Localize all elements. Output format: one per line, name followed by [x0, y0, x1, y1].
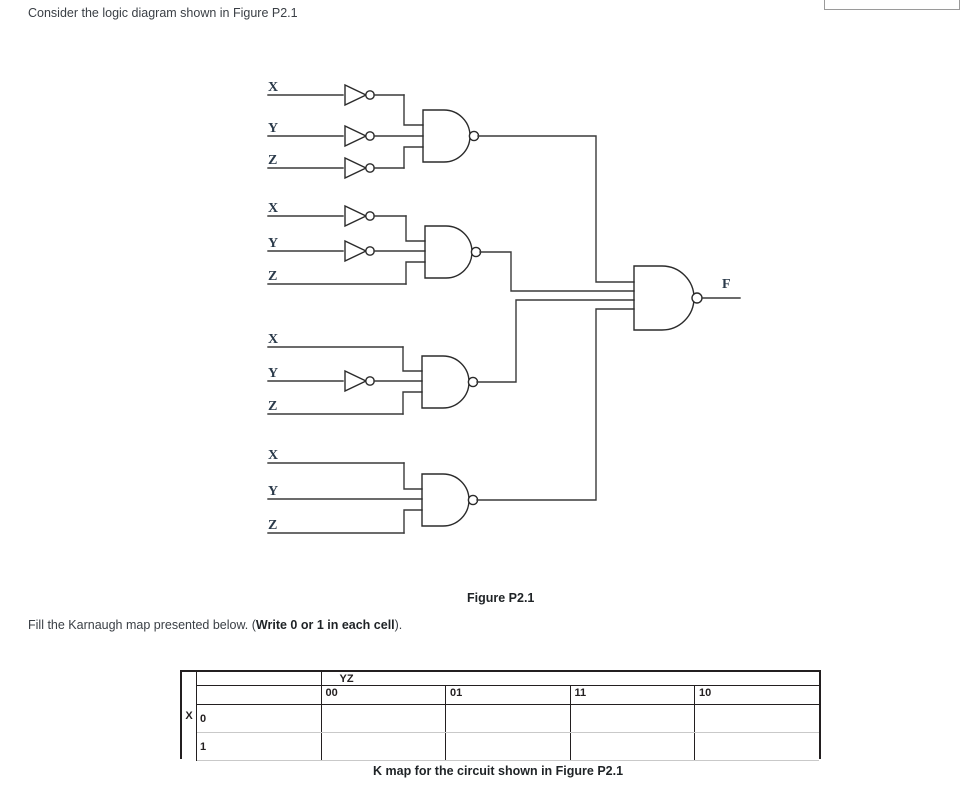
group-1-wires [267, 94, 344, 169]
input-label-group1-z: Z [268, 153, 277, 168]
input-label-group2-z: Z [268, 269, 277, 284]
input-label-group2-y: Y [268, 236, 278, 251]
nand-gate-group-1 [422, 109, 480, 163]
kmap-side-var-label: X [182, 672, 197, 761]
group-4-wires [267, 462, 423, 534]
kmap-instruction-suffix: ). [394, 618, 403, 632]
input-label-group1-x: X [268, 80, 278, 95]
kmap-cell-x1-yz00[interactable] [320, 732, 446, 761]
output-label-f: F [722, 277, 731, 292]
kmap-instruction-bold: Write 0 or 1 in each cell [255, 618, 395, 632]
kmap-col-header-01: 01 [445, 685, 570, 705]
nand-gate-group-2 [424, 225, 482, 279]
kmap-cell-x0-yz00[interactable] [320, 704, 446, 733]
output-nand-gate [633, 265, 741, 331]
input-label-group2-x: X [268, 201, 278, 216]
karnaugh-map[interactable]: X YZ 00 01 11 10 0 1 [180, 670, 821, 761]
kmap-row-x1: 1 [182, 732, 819, 761]
kmap-col-header-11: 11 [569, 685, 695, 705]
input-label-group3-z: Z [268, 399, 277, 414]
group-3-wires [267, 346, 404, 415]
inverter-group-2-y [344, 239, 426, 263]
kmap-cell-x1-yz01[interactable] [445, 732, 570, 761]
kmap-top-var-label: YZ [320, 672, 819, 686]
input-label-group3-x: X [268, 332, 278, 347]
inverter-group-2-x [344, 204, 407, 228]
input-label-group1-y: Y [268, 121, 278, 136]
nand-gate-group-3 [421, 355, 479, 409]
inverter-group-1-z [344, 156, 405, 180]
kmap-column-header-row: 00 01 11 10 [182, 685, 819, 705]
kmap-row-header-1: 1 [196, 732, 322, 761]
input-label-group4-z: Z [268, 518, 277, 533]
inverter-group-1-y [344, 124, 424, 148]
question-prompt-top: Consider the logic diagram shown in Figu… [28, 6, 298, 20]
logic-diagram-figure: X Y Z X Y Z X Y Z X Y Z F [267, 80, 741, 534]
kmap-top-header-row: X YZ [182, 672, 819, 761]
input-label-group4-x: X [268, 448, 278, 463]
nand-gate-group-4 [421, 473, 479, 527]
kmap-cell-x0-yz01[interactable] [445, 704, 570, 733]
figure-caption: Figure P2.1 [467, 591, 535, 605]
kmap-cell-x1-yz10[interactable] [694, 732, 819, 761]
karnaugh-map-table: X YZ 00 01 11 10 0 1 [182, 672, 819, 761]
kmap-cell-x1-yz11[interactable] [569, 732, 695, 761]
inverter-group-3-y [344, 369, 423, 393]
kmap-row-header-0: 0 [196, 704, 322, 733]
kmap-cell-x0-yz11[interactable] [569, 704, 695, 733]
kmap-row-x0: 0 [182, 704, 819, 733]
kmap-cell-x0-yz10[interactable] [694, 704, 819, 733]
kmap-corner-blank [196, 672, 322, 686]
input-label-group3-y: Y [268, 366, 278, 381]
inverter-group-1-x [344, 83, 405, 107]
kmap-instruction: Fill the Karnaugh map presented below. (… [28, 618, 402, 632]
kmap-rowlabel-blank [196, 685, 322, 705]
group-2-wires [267, 215, 407, 285]
kmap-instruction-prefix: Fill the Karnaugh map presented below. ( [28, 618, 256, 632]
kmap-caption: K map for the circuit shown in Figure P2… [373, 764, 624, 778]
kmap-col-header-10: 10 [694, 685, 819, 705]
kmap-col-header-00: 00 [320, 685, 446, 705]
input-label-group4-y: Y [268, 484, 278, 499]
